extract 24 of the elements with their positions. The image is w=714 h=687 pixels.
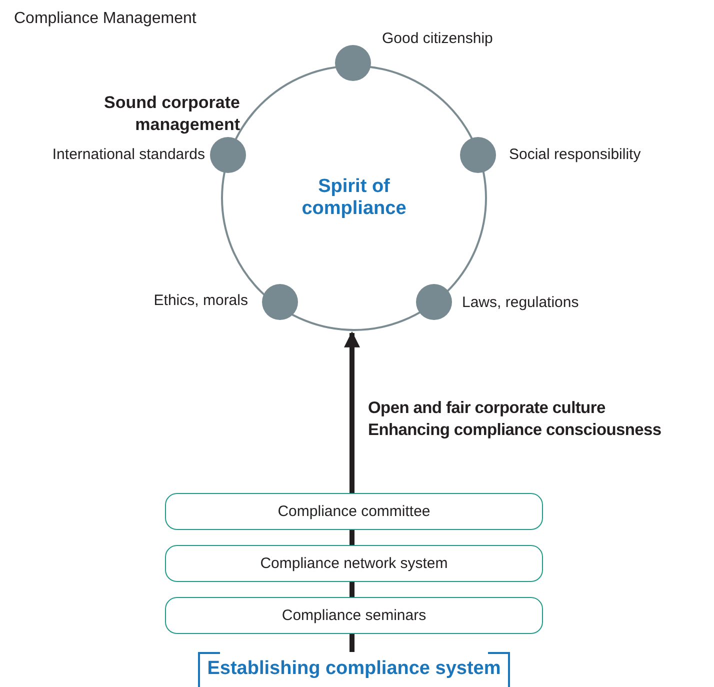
circle-dot	[460, 137, 496, 173]
node-caption: Good citizenship	[382, 30, 493, 47]
bracket-frame	[198, 652, 510, 687]
circle-dot	[262, 284, 298, 320]
node-text: Spirit of compliance	[300, 176, 408, 220]
diagram-title: Compliance Management	[14, 10, 196, 28]
node-text: Compliance seminars	[282, 607, 426, 624]
node-caption: Social responsibility	[509, 146, 641, 163]
node-caption: Ethics, morals	[152, 292, 248, 309]
node-caption: Laws, regulations	[462, 294, 579, 311]
node-text: Compliance network system	[260, 555, 448, 572]
annotation-text: Open and fair corporate culture	[368, 399, 606, 418]
annotation-text: Enhancing compliance consciousness	[368, 421, 662, 440]
circle-dot	[335, 45, 371, 81]
node-text: Establishing compliance system	[207, 658, 501, 680]
process-box	[165, 545, 543, 582]
process-box	[165, 493, 543, 530]
connector-arrow	[344, 331, 360, 493]
circle-dot	[416, 284, 452, 320]
heading-text: Sound corporate management	[102, 92, 240, 136]
node-caption: International standards	[51, 146, 205, 163]
circle-dot	[210, 137, 246, 173]
process-box	[165, 597, 543, 634]
node-text: Compliance committee	[278, 503, 430, 520]
